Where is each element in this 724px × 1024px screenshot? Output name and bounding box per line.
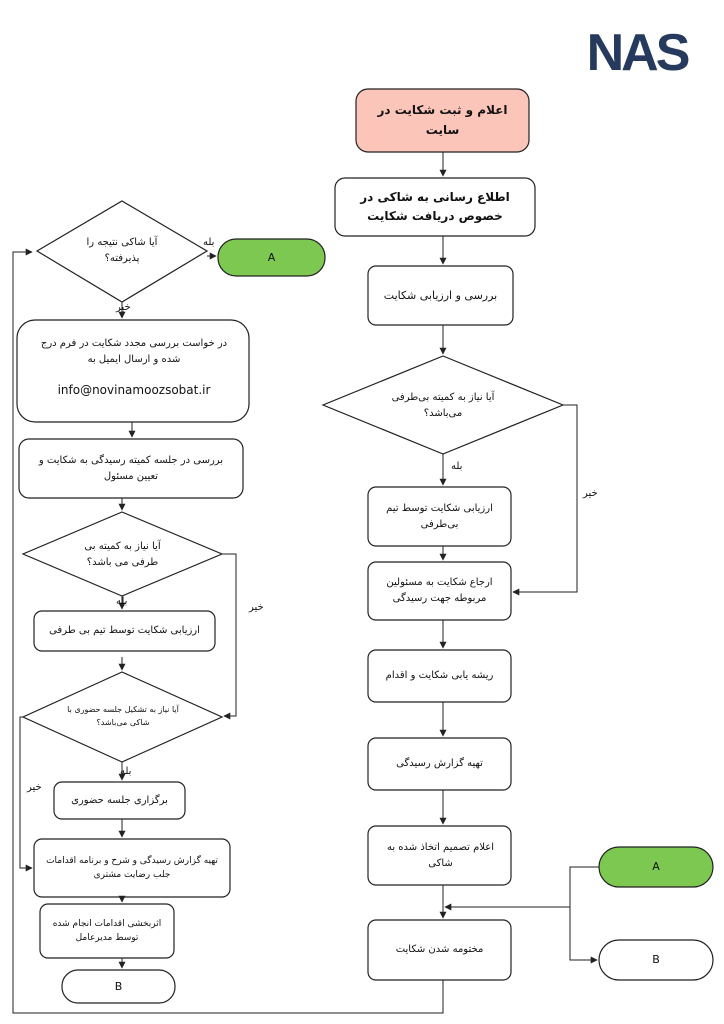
impartiality-team-eval-left-label: ارزیابی شکایت توسط تیم بی طرفی: [49, 625, 200, 636]
connector-b-left-label: B: [114, 979, 123, 993]
connector-b-right: [598, 939, 714, 981]
committee-review-node: [18, 438, 244, 499]
effectiveness-node: [39, 903, 175, 959]
notify-complainant-label: اطلاع رسانی به شاکی در خصوص دریافت شکایت: [360, 189, 510, 223]
connector-b-right-label: B: [652, 953, 660, 967]
start-node-label: اعلام و ثبت شکایت در سایت: [377, 103, 508, 137]
yes-label-right: بله: [451, 461, 463, 472]
yes-label-impartiality-left: بله: [116, 596, 128, 607]
effectiveness-label: اثربخشی اقدامات انجام شده توسط مدیرعامل: [52, 918, 162, 943]
announce-decision-label: اعلام تصمیم اتخاذ شده به شاکی: [386, 841, 495, 869]
connector-a-left: [217, 238, 326, 277]
impartiality-team-eval-left-node: [33, 610, 216, 652]
refer-to-officials-node: [367, 561, 512, 621]
logo-text: NAS: [587, 24, 689, 76]
refer-to-officials-label: ارجاع شکایت به مسئولین مربوطه جهت رسیدگی: [386, 577, 493, 604]
review-complaint-label: بررسی و ارزیابی شکایت: [383, 288, 498, 302]
close-complaint-node: [367, 919, 512, 981]
yes-label-meeting: بله: [120, 766, 132, 777]
prepare-report-label: تهیه گزارش رسیدگی: [396, 758, 483, 769]
no-label-accepted: خیر: [116, 302, 131, 313]
notify-complainant-node: [334, 177, 536, 237]
report-action-plan-label: تهیه گزارش رسیدگی و شرح و برنامه اقدامات…: [46, 855, 218, 880]
impartiality-decision-right-label: آیا نیاز به کمیته بی‌طرفی می‌باشد؟: [391, 392, 495, 419]
no-label-right: خیر: [583, 488, 598, 499]
impartiality-team-eval-label: ارزیابی شکایت توسط تیم بی‌طرفی: [386, 502, 493, 530]
re-review-request-node: [16, 319, 250, 423]
no-label-impartiality-left: خیر: [249, 602, 264, 613]
hold-meeting-label: برگزاری جلسه حضوری: [71, 794, 168, 806]
accepted-decision-label: آیا شاکی نتیجه را پذیرفته؟: [86, 237, 158, 264]
re-review-request-label: در خواست بررسی مجدد شکایت در فرم درج شده…: [40, 338, 228, 365]
nas-logo: NAS: [587, 24, 689, 76]
connector-b-left: [61, 969, 176, 1004]
impartiality-team-eval-node: [367, 486, 512, 547]
report-action-plan-node: [33, 838, 231, 898]
close-complaint-label: مختومه شدن شکایت: [395, 944, 484, 955]
root-cause-node: [367, 649, 512, 703]
root-cause-label: ریشه یابی شکایت و اقدام: [385, 670, 494, 681]
prepare-report-node: [367, 737, 512, 791]
no-label-meeting: خیر: [27, 782, 42, 793]
impartiality-decision-left-label: آیا نیاز به کمیته بی طرفی می باشد؟: [84, 541, 161, 568]
in-person-meeting-decision-label: آیا نیاز به تشکیل جلسه حضوری با شاکی می‌…: [67, 705, 179, 727]
review-complaint-node: [367, 265, 514, 326]
connector-a-right-label: A: [652, 860, 660, 874]
committee-review-label: بررسی در جلسه کمیته رسیدگی به شکایت و تع…: [38, 454, 224, 482]
connector-a-left-label: A: [267, 250, 276, 264]
announce-decision-node: [367, 825, 512, 886]
hold-meeting-node: [53, 781, 186, 820]
email-address: info@novinamoozsobat.ir: [57, 383, 211, 398]
yes-label-accepted: بله: [203, 237, 215, 248]
